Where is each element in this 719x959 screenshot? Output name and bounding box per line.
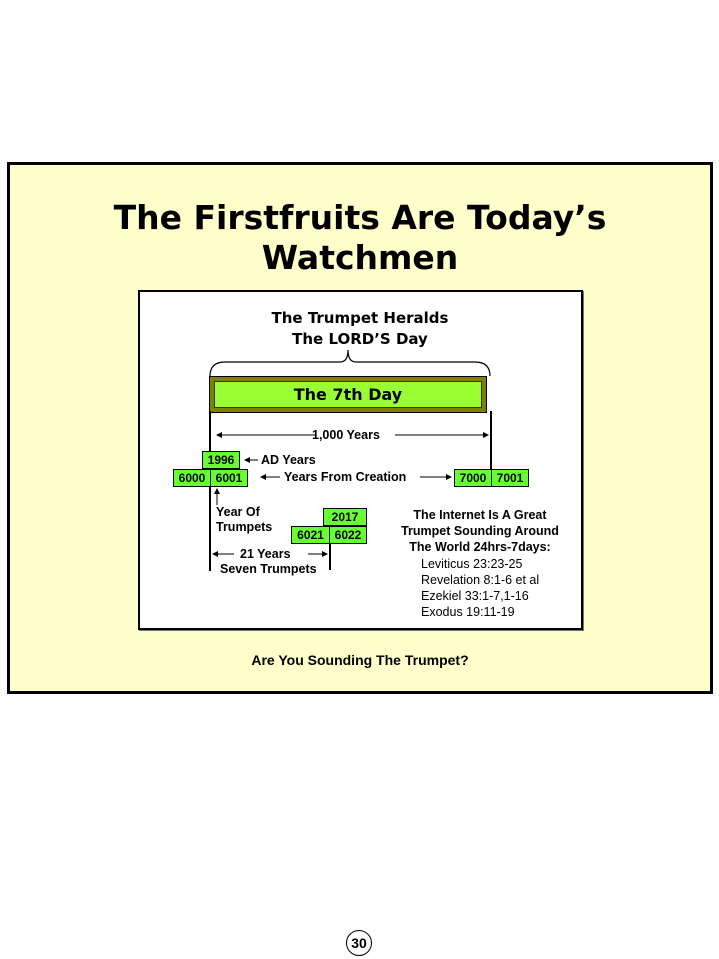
box-7001: 7001: [491, 469, 529, 487]
yot-line-2: Trumpets: [216, 520, 273, 534]
note-line-1: The Internet Is A Great: [413, 508, 547, 522]
ad-years-label: AD Years: [261, 453, 316, 467]
heading-line-2: The LORD’S Day: [292, 330, 428, 348]
reference-item: Exodus 19:11-19: [421, 605, 515, 619]
box-6000: 6000: [173, 469, 211, 487]
diagram-panel: The Trumpet Heralds The LORD’S Day The 7…: [138, 290, 583, 630]
box-6001: 6001: [210, 469, 248, 487]
box-7000: 7000: [454, 469, 492, 487]
start-line: [209, 411, 211, 571]
seventh-day-bar: The 7th Day: [209, 376, 487, 413]
slide: The Firstfruits Are Today’s Watchmen The…: [7, 162, 713, 694]
note-line-3: The World 24hrs-7days:: [409, 540, 551, 554]
heading-line-1: The Trumpet Heralds: [271, 309, 449, 327]
span-label: 1,000 Years: [312, 428, 380, 442]
twenty-one-year-line: [329, 528, 331, 570]
reference-item: Revelation 8:1-6 et al: [421, 573, 540, 587]
box-2017: 2017: [323, 508, 367, 526]
box-1996: 1996: [202, 451, 240, 469]
creation-label: Years From Creation: [284, 470, 407, 484]
span-21-label: 21 Years: [240, 547, 291, 561]
brace-and-arrows-icon: [209, 349, 491, 557]
box-6021: 6021: [291, 526, 330, 544]
year-of-trumpets-label: Year Of Trumpets: [216, 505, 272, 535]
reference-item: Ezekiel 33:1-7,1-16: [421, 589, 529, 603]
internet-note: The Internet Is A Great Trumpet Sounding…: [390, 507, 570, 555]
reference-item: Leviticus 23:23-25: [421, 557, 523, 571]
title-line-1: The Firstfruits Are Today’s: [113, 198, 607, 237]
box-6022: 6022: [329, 526, 367, 544]
end-line: [490, 411, 492, 471]
note-line-2: Trumpet Sounding Around: [401, 524, 559, 538]
diagram-heading: The Trumpet Heralds The LORD’S Day: [150, 308, 570, 350]
seventh-day-label: The 7th Day: [214, 381, 482, 408]
title-line-2: Watchmen: [261, 238, 459, 277]
seven-trumpets-label: Seven Trumpets: [220, 562, 317, 576]
footer-question: Are You Sounding The Trumpet?: [251, 652, 469, 668]
slide-title: The Firstfruits Are Today’s Watchmen: [10, 198, 710, 278]
page-number: 30: [346, 930, 372, 956]
yot-line-1: Year Of: [216, 505, 260, 519]
